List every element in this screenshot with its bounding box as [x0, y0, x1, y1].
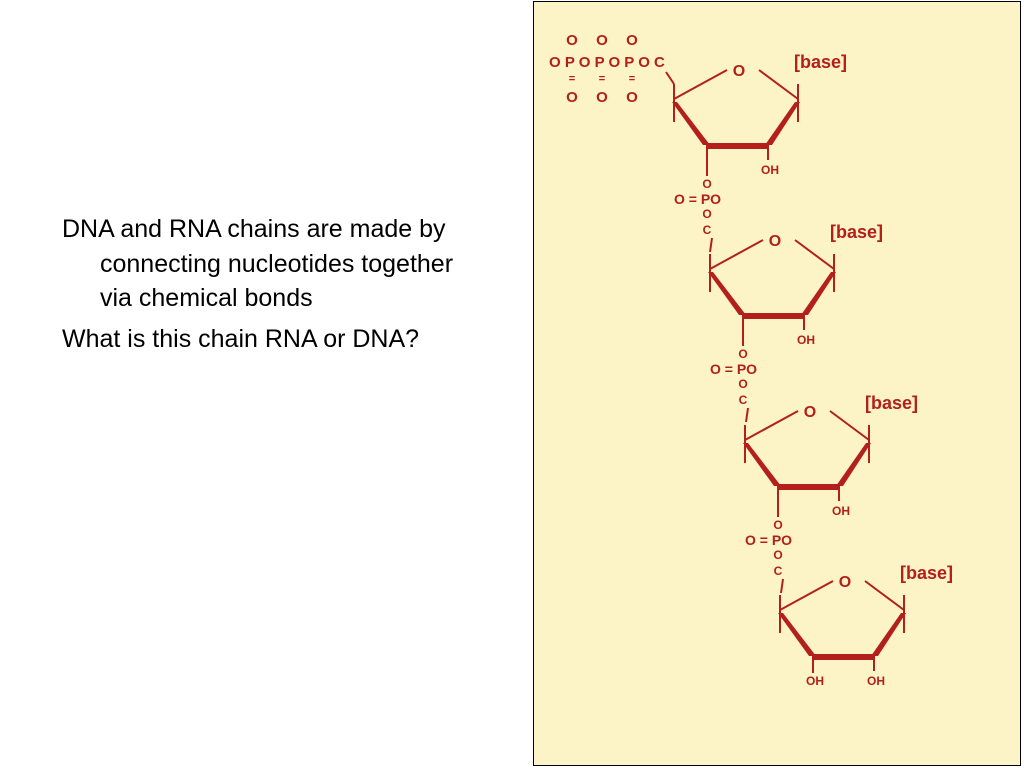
linker-bond: [780, 578, 784, 594]
base-label: [base]: [865, 393, 918, 413]
ring-front-bond: [778, 613, 816, 656]
ring-front-bond: [743, 443, 781, 486]
linker-oxygen: O: [773, 548, 782, 562]
base-label: [base]: [900, 563, 953, 583]
linker-oxygen: O: [702, 177, 711, 191]
ring-oxygen: O: [804, 404, 816, 421]
linker-phosphate: O = PO: [674, 191, 721, 207]
ring-bond: [829, 410, 870, 441]
hydroxyl-label: OH: [761, 163, 779, 177]
ring-bond: [709, 239, 764, 270]
body-paragraph-2: What is this chain RNA or DNA?: [62, 324, 420, 353]
nucleotide-chain-diagram: O O O O P O P O P O C = O = O = O O [base] OH O [base]…: [549, 32, 953, 688]
ring-front-bond: [765, 102, 800, 145]
double-bond-mark: =: [599, 73, 605, 85]
ring-bond: [744, 410, 799, 441]
hydroxyl-label: OH: [832, 504, 850, 518]
ring-front-bond: [871, 613, 906, 656]
hydroxyl-label: OH: [797, 333, 815, 347]
phosphate-oxygen-top: O: [566, 32, 578, 49]
double-bond-mark: =: [629, 73, 635, 85]
triphosphate-row: O P O P O P O C: [549, 54, 665, 71]
linker-phosphate: O = PO: [710, 361, 757, 377]
linker-bond: [709, 237, 713, 253]
ring-bond: [673, 69, 728, 100]
ring-bond: [758, 69, 799, 100]
ring-bond: [779, 580, 834, 611]
ring-oxygen: O: [733, 63, 745, 80]
ring-oxygen: O: [769, 233, 781, 250]
hydroxyl-label: OH: [867, 674, 885, 688]
ring-front-bond: [708, 272, 746, 315]
ring-front-bond: [801, 272, 836, 315]
phosphate-oxygen-bottom: O: [596, 89, 608, 106]
ring-link-bond: [665, 71, 675, 85]
phosphate-oxygen-top: O: [626, 32, 638, 49]
ring-oxygen: O: [839, 574, 851, 591]
base-label: [base]: [794, 52, 847, 72]
phosphate-oxygen-top: O: [596, 32, 608, 49]
linker-oxygen: O: [773, 518, 782, 532]
linker-carbon: C: [739, 393, 748, 407]
ring-front-bond: [836, 443, 871, 486]
body-paragraph-1: DNA and RNA chains are made by connectin…: [62, 215, 454, 312]
ring-bond: [794, 239, 835, 270]
hydroxyl-label: OH: [806, 674, 824, 688]
slide-body-text: DNA and RNA chains are made by connectin…: [62, 212, 482, 362]
phosphate-oxygen-bottom: O: [626, 89, 638, 106]
linker-bond: [745, 407, 749, 423]
base-label: [base]: [830, 222, 883, 242]
linker-carbon: C: [774, 564, 783, 578]
ring-bond: [864, 580, 905, 611]
linker-phosphate: O = PO: [745, 532, 792, 548]
linker-oxygen: O: [738, 347, 747, 361]
linker-oxygen: O: [738, 377, 747, 391]
ring-front-bond: [672, 102, 710, 145]
linker-carbon: C: [703, 223, 712, 237]
double-bond-mark: =: [569, 73, 575, 85]
phosphate-oxygen-bottom: O: [566, 89, 578, 106]
linker-oxygen: O: [702, 207, 711, 221]
nucleotide-chain-figure: O O O O P O P O P O C = O = O = O O [base] OH O [base]…: [533, 1, 1021, 766]
